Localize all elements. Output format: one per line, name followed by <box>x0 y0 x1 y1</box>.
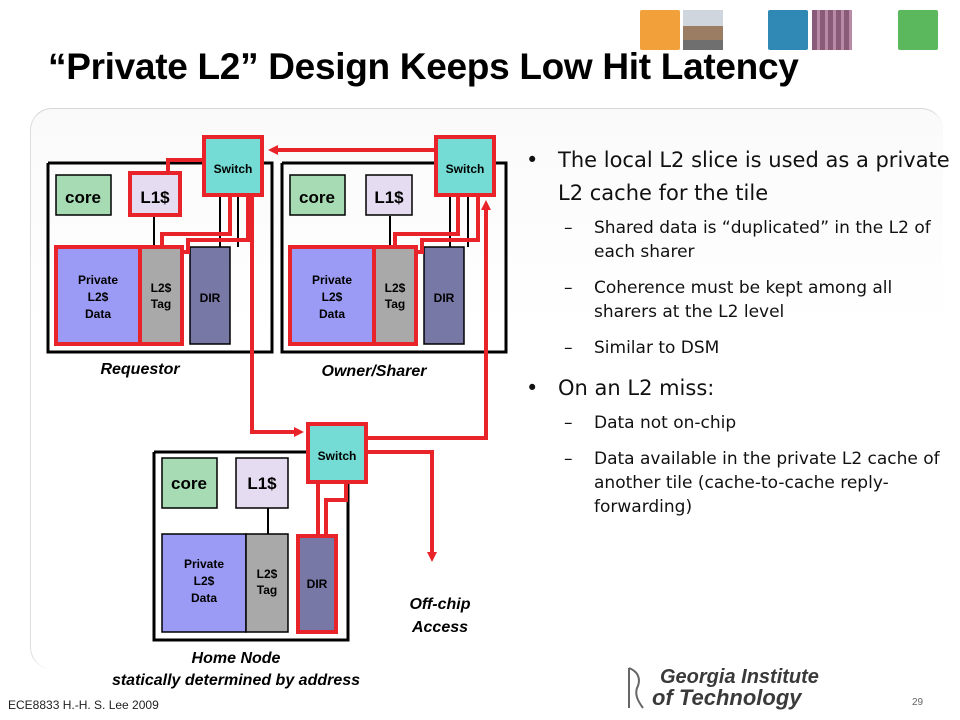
logo-text-line2: of Technology <box>652 685 802 710</box>
sub-bullet-text: Data available in the private L2 cache o… <box>594 449 940 517</box>
bullet-text: The local L2 slice is used as a private … <box>558 148 950 205</box>
dir-label: DIR <box>200 291 221 305</box>
l1-cache-label: L1$ <box>247 474 277 493</box>
bullet-list: •The local L2 slice is used as a private… <box>526 144 956 531</box>
l1-cache-label: L1$ <box>140 188 170 207</box>
dir-label: DIR <box>307 577 328 591</box>
slide-title: “Private L2” Design Keeps Low Hit Latenc… <box>48 46 799 87</box>
l2-tag-label: L2$Tag <box>385 281 406 311</box>
bullet-text: On an L2 miss: <box>558 376 715 400</box>
l1-cache-label: L1$ <box>374 188 404 207</box>
switch-block <box>202 135 264 197</box>
chip-photo-square-icon <box>812 10 852 50</box>
sub-bullet-text: Coherence must be kept among all sharers… <box>594 278 893 322</box>
core-block <box>161 457 218 509</box>
l2-tag-block <box>372 245 418 346</box>
l1-cache-block <box>365 174 413 216</box>
green-square-icon <box>898 10 938 50</box>
tile-label-owner-sharer: Owner/Sharer <box>322 363 428 380</box>
georgia-tech-logo-icon <box>628 667 644 709</box>
switch-block <box>434 135 496 197</box>
blue-square-icon <box>768 10 808 50</box>
l2-tag-label: L2$Tag <box>151 281 172 311</box>
core-label: core <box>299 188 335 207</box>
switch-label: Switch <box>214 162 253 176</box>
red-message-paths <box>160 145 491 562</box>
l2-tag-block <box>245 533 289 633</box>
footer-text: ECE8833 H.-H. S. Lee 2009 <box>8 698 159 712</box>
logo-text-line1: Georgia Institute <box>660 666 819 688</box>
sub-bullet-item: –Shared data is “duplicated” in the L2 o… <box>564 218 931 262</box>
switch-label: Switch <box>446 162 485 176</box>
bullet-item: •On an L2 miss: <box>526 376 715 400</box>
campus-photo-square-icon <box>683 10 723 50</box>
sub-bullet-text: Data not on-chip <box>594 413 737 433</box>
orange-square-icon <box>640 10 680 50</box>
core-label: core <box>171 474 207 493</box>
l2-tag-block <box>138 245 184 346</box>
sub-bullet-item: –Data available in the private L2 cache … <box>564 449 940 517</box>
core-label: core <box>65 188 101 207</box>
dir-block <box>423 246 465 345</box>
l1-cache-block <box>235 457 289 509</box>
sub-bullet-text: Similar to DSM <box>594 338 720 358</box>
tile-owner-frame <box>280 161 508 354</box>
core-block <box>289 174 346 216</box>
sub-bullet-item: –Similar to DSM <box>564 338 720 358</box>
sub-bullet-item: –Coherence must be kept among all sharer… <box>564 278 893 322</box>
core-block <box>55 174 112 216</box>
tile-label-requestor: Requestor <box>100 361 180 378</box>
page-number: 29 <box>912 697 924 708</box>
l1-cache-block <box>128 171 182 217</box>
sub-bullet-item: –Data not on-chip <box>564 413 737 433</box>
dir-block <box>189 246 231 345</box>
switch-label: Switch <box>318 449 357 463</box>
bullet-item: •The local L2 slice is used as a private… <box>526 148 950 205</box>
l2-tag-label: L2$Tag <box>257 567 278 597</box>
tile-requestor-frame <box>46 161 274 354</box>
private-l2-data-block <box>161 533 247 633</box>
dir-label: DIR <box>434 291 455 305</box>
sub-bullet-text: Shared data is “duplicated” in the L2 of… <box>594 218 931 262</box>
